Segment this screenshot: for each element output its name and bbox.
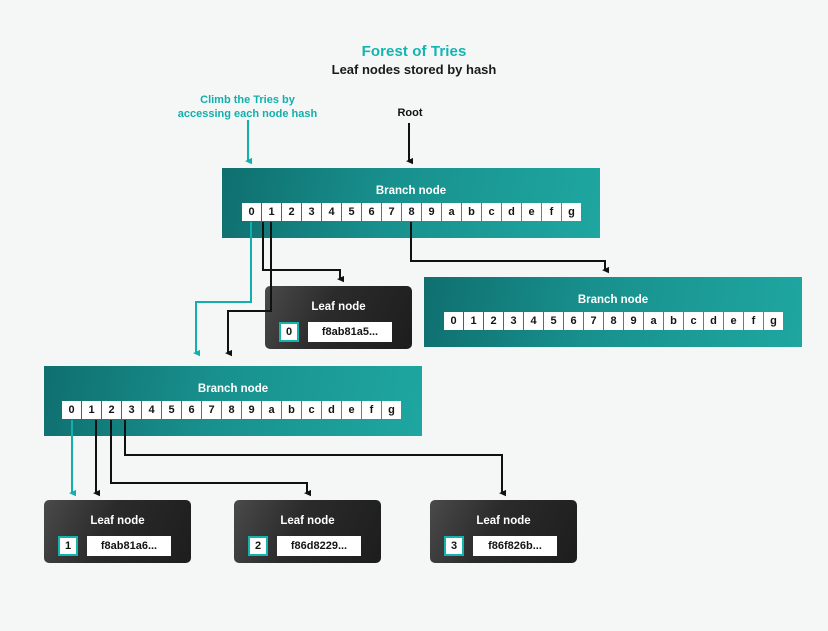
branch-cell-c[interactable]: c [302, 401, 321, 419]
branch-cell-c[interactable]: c [482, 203, 501, 221]
branch-cell-5[interactable]: 5 [342, 203, 361, 221]
branch-cell-1[interactable]: 1 [262, 203, 281, 221]
leaf-node-3[interactable]: Leaf node 3 f86f826b... [430, 500, 577, 563]
leaf-node-0[interactable]: Leaf node 0 f8ab81a5... [265, 286, 412, 349]
branch-cell-a[interactable]: a [644, 312, 663, 330]
leaf-node-row: 0 f8ab81a5... [279, 322, 392, 342]
page-title: Forest of Tries [361, 43, 467, 60]
branch-cell-2[interactable]: 2 [282, 203, 301, 221]
leaf-index-cell[interactable]: 2 [248, 536, 268, 556]
leaf-index-cell[interactable]: 0 [279, 322, 299, 342]
branch-cell-d[interactable]: d [704, 312, 723, 330]
branch-cell-0[interactable]: 0 [242, 203, 261, 221]
branch-cell-7[interactable]: 7 [202, 401, 221, 419]
branch-cell-d[interactable]: d [502, 203, 521, 221]
branch-cell-8[interactable]: 8 [402, 203, 421, 221]
leaf-node-1[interactable]: Leaf node 1 f8ab81a6... [44, 500, 191, 563]
branch-cell-8[interactable]: 8 [604, 312, 623, 330]
branch-cell-1[interactable]: 1 [82, 401, 101, 419]
branch-cell-4[interactable]: 4 [322, 203, 341, 221]
branch-cell-b[interactable]: b [282, 401, 301, 419]
branch-cell-a[interactable]: a [442, 203, 461, 221]
branch-cell-7[interactable]: 7 [584, 312, 603, 330]
leaf-node-2[interactable]: Leaf node 2 f86d8229... [234, 500, 381, 563]
branch-cell-6[interactable]: 6 [564, 312, 583, 330]
branch-cell-3[interactable]: 3 [122, 401, 141, 419]
branch-cell-5[interactable]: 5 [162, 401, 181, 419]
branch-cell-g[interactable]: g [382, 401, 401, 419]
branch-cell-3[interactable]: 3 [302, 203, 321, 221]
branch-cell-0[interactable]: 0 [62, 401, 81, 419]
branch-cell-b[interactable]: b [664, 312, 683, 330]
branch-cell-e[interactable]: e [522, 203, 541, 221]
branch-node-label: Branch node [375, 185, 447, 197]
branch-cell-6[interactable]: 6 [182, 401, 201, 419]
leaf-index-cell[interactable]: 3 [444, 536, 464, 556]
branch-cell-5[interactable]: 5 [544, 312, 563, 330]
annotation-root: Root [397, 107, 423, 119]
leaf-node-row: 3 f86f826b... [444, 536, 557, 556]
branch-cell-g[interactable]: g [764, 312, 783, 330]
wire-root-cell0-to-left-branch [192, 222, 252, 357]
annotation-climb-line-2: accessing each node hash [177, 108, 318, 120]
branch-cell-9[interactable]: 9 [242, 401, 261, 419]
page-subtitle: Leaf nodes stored by hash [331, 62, 497, 77]
branch-cell-2[interactable]: 2 [102, 401, 121, 419]
annotation-climb-the-tries: Climb the Tries by accessing each node h… [160, 93, 335, 121]
branch-cell-a[interactable]: a [262, 401, 281, 419]
leaf-hash-value[interactable]: f86f826b... [473, 536, 557, 556]
branch-cell-f[interactable]: f [362, 401, 381, 419]
leaf-hash-value[interactable]: f86d8229... [277, 536, 361, 556]
branch-cell-4[interactable]: 4 [142, 401, 161, 419]
branch-node-label: Branch node [577, 294, 649, 306]
annotation-climb-line-1: Climb the Tries by [200, 94, 295, 106]
leaf-hash-value[interactable]: f8ab81a5... [308, 322, 392, 342]
branch-cell-8[interactable]: 8 [222, 401, 241, 419]
branch-cell-d[interactable]: d [322, 401, 341, 419]
branch-cell-6[interactable]: 6 [362, 203, 381, 221]
branch-cell-f[interactable]: f [542, 203, 561, 221]
branch-cell-3[interactable]: 3 [504, 312, 523, 330]
branch-cell-9[interactable]: 9 [624, 312, 643, 330]
leaf-node-row: 2 f86d8229... [248, 536, 361, 556]
branch-cell-b[interactable]: b [462, 203, 481, 221]
branch-node-label: Branch node [197, 383, 269, 395]
branch-cell-e[interactable]: e [724, 312, 743, 330]
branch-cell-0[interactable]: 0 [444, 312, 463, 330]
leaf-node-row: 1 f8ab81a6... [58, 536, 171, 556]
branch-cell-e[interactable]: e [342, 401, 361, 419]
branch-cell-9[interactable]: 9 [422, 203, 441, 221]
leaf-index-cell[interactable]: 1 [58, 536, 78, 556]
branch-cell-4[interactable]: 4 [524, 312, 543, 330]
branch-cell-1[interactable]: 1 [464, 312, 483, 330]
branch-cell-c[interactable]: c [684, 312, 703, 330]
leaf-node-label: Leaf node [311, 301, 366, 313]
leaf-node-label: Leaf node [90, 515, 145, 527]
branch-cell-7[interactable]: 7 [382, 203, 401, 221]
leaf-hash-value[interactable]: f8ab81a6... [87, 536, 171, 556]
leaf-node-label: Leaf node [476, 515, 531, 527]
branch-cell-g[interactable]: g [562, 203, 581, 221]
branch-cell-f[interactable]: f [744, 312, 763, 330]
leaf-node-label: Leaf node [280, 515, 335, 527]
branch-cell-2[interactable]: 2 [484, 312, 503, 330]
